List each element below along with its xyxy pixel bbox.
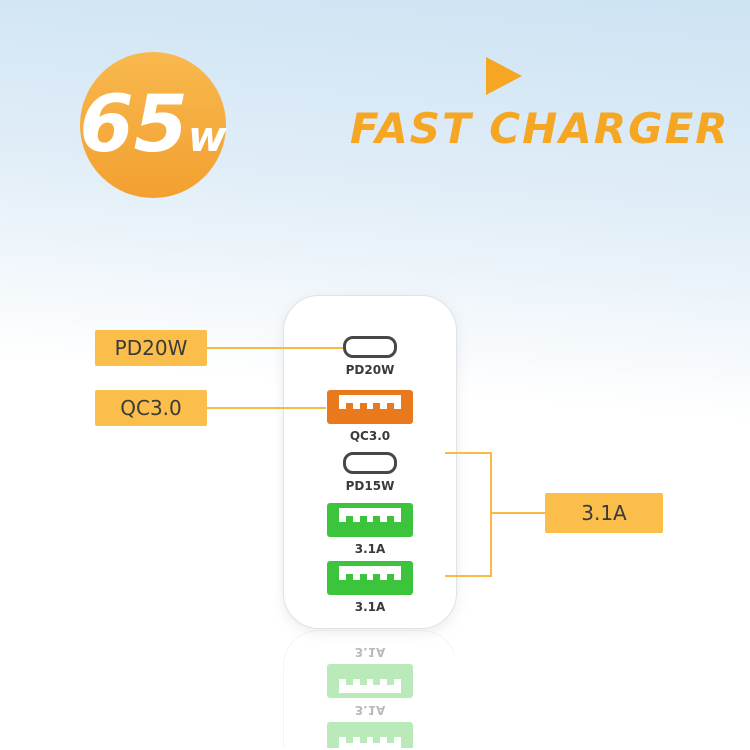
usb-a-tongue <box>339 565 401 580</box>
headline-text: FAST CHARGER <box>350 104 730 153</box>
charger-reflection: PD20W QC3.0 PD15W 3.1A <box>283 630 455 748</box>
usb-pin <box>373 679 381 686</box>
usb-pin <box>373 403 381 410</box>
usb-pin <box>359 403 367 410</box>
usb-pin <box>359 515 367 522</box>
usb-pin <box>387 737 395 744</box>
usb-pin <box>387 403 395 410</box>
wattage-unit: w <box>187 112 227 161</box>
port-label: 3.1A <box>354 541 386 556</box>
usb-c-port-icon <box>343 336 397 358</box>
bracket-line-vertical <box>490 452 492 577</box>
bracket-line-bottom <box>445 575 492 577</box>
port-group-pd15w: PD15W <box>343 452 397 493</box>
usb-c-port-icon <box>343 452 397 475</box>
port-group-31a-2: 3.1A <box>327 645 413 699</box>
usb-pin <box>359 573 367 580</box>
callout-line-pd20w <box>207 347 343 349</box>
usb-pin <box>387 679 395 686</box>
port-label: 3.1A <box>354 645 386 660</box>
usb-pin <box>359 679 367 686</box>
wattage-text: 65w <box>79 86 226 164</box>
wattage-badge: 65w <box>79 52 227 198</box>
usb-pin <box>387 573 395 580</box>
usb-pin <box>387 515 395 522</box>
callout-label-31a: 3.1A <box>545 493 663 533</box>
port-group-31a-1: 3.1A <box>327 703 413 748</box>
callout-label-pd20w: PD20W <box>95 330 207 366</box>
port-group-31a-1: 3.1A <box>327 502 413 556</box>
usb-pin <box>359 737 367 744</box>
port-label: PD20W <box>345 363 395 377</box>
port-label: 3.1A <box>354 703 386 718</box>
port-group-pd20w: PD20W <box>343 336 397 377</box>
usb-a-tongue <box>339 737 401 748</box>
usb-a-port-icon <box>327 722 413 748</box>
usb-a-port-icon <box>327 560 413 595</box>
wattage-number: 65 <box>79 80 188 170</box>
usb-a-port-icon <box>327 664 413 699</box>
charger-body: PD20W QC3.0 PD15W 3.1A <box>283 630 455 748</box>
usb-a-tongue <box>339 395 401 410</box>
bracket-line-top <box>445 452 492 454</box>
usb-pin <box>373 737 381 744</box>
play-triangle-icon <box>486 57 522 95</box>
usb-a-port-icon <box>327 502 413 537</box>
usb-a-tongue <box>339 679 401 694</box>
reflection-fade <box>283 630 455 748</box>
port-group-qc30: QC3.0 <box>327 390 413 443</box>
port-label: 3.1A <box>354 599 386 614</box>
usb-pin <box>373 573 381 580</box>
usb-pin <box>345 679 353 686</box>
usb-pin <box>345 737 353 744</box>
usb-a-tongue <box>339 507 401 522</box>
port-label: PD15W <box>345 479 395 494</box>
usb-pin <box>345 573 353 580</box>
callout-line-qc30 <box>207 407 326 409</box>
port-group-31a-2: 3.1A <box>327 560 413 614</box>
callout-label-qc30: QC3.0 <box>95 390 207 426</box>
usb-a-port-icon <box>327 390 413 425</box>
usb-pin <box>373 515 381 522</box>
bracket-line-middle <box>492 512 545 514</box>
charger-body: PD20W QC3.0 PD15W 3.1A <box>283 295 457 629</box>
port-label: QC3.0 <box>349 429 391 444</box>
usb-pin <box>345 515 353 522</box>
usb-pin <box>345 403 353 410</box>
